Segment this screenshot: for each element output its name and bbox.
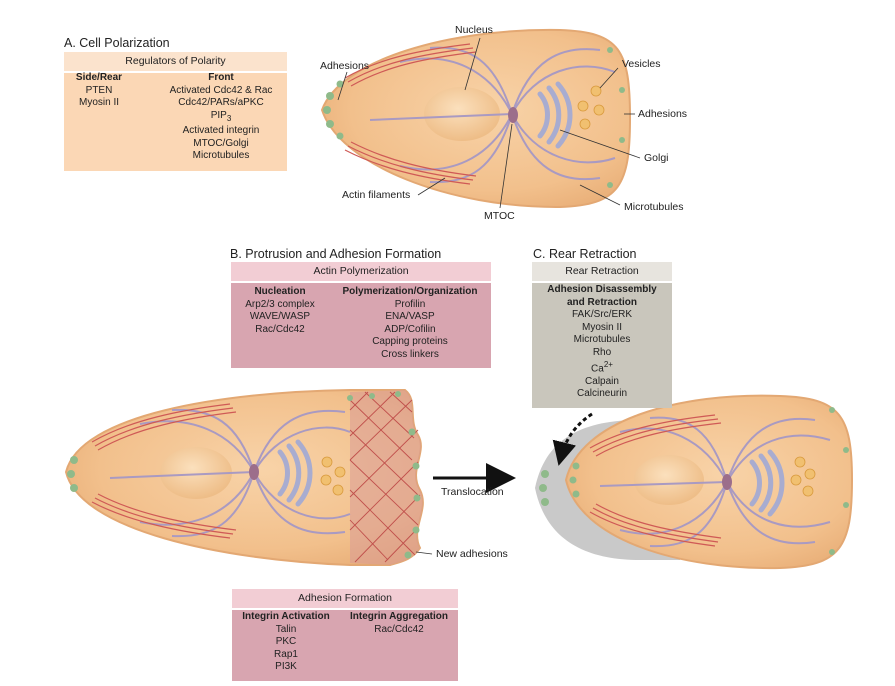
list-item: PIP3: [210, 109, 232, 123]
list-item: Myosin II: [581, 321, 622, 333]
microtubules-shape: [369, 46, 616, 184]
integrin-activation-col: Integrin Activation Talin PKC Rap1 PI3K: [234, 611, 338, 674]
label-translocation: Translocation: [441, 486, 504, 498]
adhesion-box-header: Adhesion Formation: [232, 589, 458, 610]
list-item: Cross linkers: [381, 348, 439, 360]
actin-shape: [344, 43, 477, 185]
list-item: Rho: [592, 346, 612, 358]
retraction-header: and Retraction: [566, 296, 637, 308]
golgi-shape: [537, 81, 573, 149]
disassembly-header: Adhesion Disassembly: [547, 284, 657, 295]
actin-box-header: Actin Polymerization: [231, 262, 491, 283]
cell-c: [535, 394, 854, 570]
actin-polymerization-box: Actin Polymerization Nucleation Arp2/3 c…: [231, 262, 491, 368]
label-adhesions-right: Adhesions: [638, 108, 688, 120]
mtoc-shape: [508, 107, 518, 123]
polarity-box-header: Regulators of Polarity: [64, 52, 287, 73]
side-rear-header: Side/Rear: [75, 72, 123, 83]
list-item: Arp2/3 complex: [245, 298, 315, 310]
label-adhesions-left: Adhesions: [320, 60, 370, 72]
polarity-box: Regulators of Polarity Side/Rear PTEN My…: [64, 52, 287, 171]
polymerization-col: Polymerization/Organization Profilin ENA…: [331, 286, 489, 361]
cell-b: [64, 389, 433, 566]
list-item: Activated integrin: [182, 125, 260, 136]
list-item: Rac/Cdc42: [255, 323, 305, 335]
list-item: Ca2+: [591, 360, 613, 375]
list-item: Microtubules: [192, 150, 250, 161]
rear-col: Adhesion Disassembly and Retraction FAK/…: [532, 284, 672, 401]
list-item: ENA/VASP: [385, 311, 435, 322]
list-item: Myosin II: [78, 97, 119, 108]
list-item: PI3K: [275, 661, 297, 672]
retraction-arrow: [552, 412, 593, 466]
list-item: Rap1: [274, 648, 298, 660]
label-actin-filaments: Actin filaments: [342, 189, 411, 201]
nucleation-col: Nucleation Arp2/3 complex WAVE/WASP Rac/…: [233, 286, 327, 336]
adhesions-shape: [323, 47, 625, 188]
label-mtoc: MTOC: [484, 210, 515, 222]
panel-b-title: B. Protrusion and Adhesion Formation: [230, 247, 442, 261]
list-item: Talin: [275, 623, 297, 635]
list-item: WAVE/WASP: [249, 311, 311, 322]
front-header: Front: [208, 72, 234, 83]
list-item: Calcineurin: [576, 388, 628, 400]
list-item: Cdc42/PARs/aPKC: [178, 97, 264, 108]
list-item: FAK/Src/ERK: [571, 309, 632, 320]
rear-retraction-box: Rear Retraction Adhesion Disassembly and…: [532, 262, 672, 408]
label-nucleus: Nucleus: [455, 24, 493, 36]
list-item: Microtubules: [573, 334, 631, 345]
cell-a: [320, 28, 641, 209]
label-new-adhesions: New adhesions: [436, 548, 508, 560]
adhesion-formation-box: Adhesion Formation Integrin Activation T…: [232, 589, 458, 681]
nucleation-header: Nucleation: [254, 286, 306, 297]
vesicles-shape: [577, 85, 605, 130]
integrin-aggregation-header: Integrin Aggregation: [350, 611, 448, 622]
list-item: ADP/Cofilin: [384, 323, 436, 335]
list-item: Capping proteins: [372, 336, 448, 347]
polymerization-header: Polymerization/Organization: [342, 286, 478, 297]
polarity-right-col: Front Activated Cdc42 & Rac Cdc42/PARs/a…: [160, 72, 282, 163]
label-golgi: Golgi: [644, 152, 669, 164]
actin-meshwork-shape: [349, 391, 421, 563]
rear-box-header: Rear Retraction: [532, 262, 672, 283]
panel-a-title: A. Cell Polarization: [64, 36, 170, 50]
list-item: Activated Cdc42 & Rac: [169, 84, 273, 96]
list-item: PKC: [275, 636, 297, 647]
list-item: Profilin: [394, 298, 426, 310]
list-item: Calpain: [585, 375, 619, 387]
integrin-aggregation-col: Integrin Aggregation Rac/Cdc42: [342, 611, 456, 636]
panel-c-title: C. Rear Retraction: [533, 247, 637, 261]
integrin-activation-header: Integrin Activation: [242, 611, 330, 622]
list-item: Rac/Cdc42: [374, 623, 424, 635]
list-item: PTEN: [85, 84, 113, 96]
label-microtubules: Microtubules: [624, 201, 684, 213]
label-vesicles: Vesicles: [622, 58, 661, 70]
nucleus-shape: [424, 87, 500, 141]
polarity-left-col: Side/Rear PTEN Myosin II: [68, 72, 130, 110]
list-item: MTOC/Golgi: [193, 137, 249, 149]
